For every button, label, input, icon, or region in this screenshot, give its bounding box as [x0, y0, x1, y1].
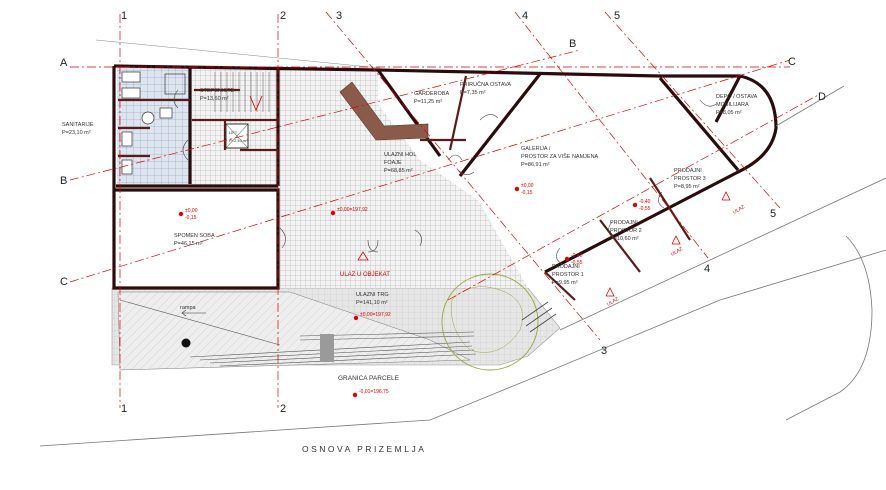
parcel-boundary-lines	[39, 85, 886, 447]
axis-c-left-label: C	[60, 276, 68, 288]
outer-site-line	[95, 39, 381, 69]
gallery-floor	[378, 70, 738, 268]
room-name: GALERIJA /	[521, 146, 551, 152]
level-value: ±0,00=197,92	[360, 312, 391, 318]
level-value: ±0,00	[521, 183, 534, 189]
level-value: -0,40	[639, 199, 651, 205]
room-area: P=46,15 m²	[174, 241, 203, 247]
room-name: SANITARIJE	[62, 122, 94, 128]
ramp-arrowhead	[181, 309, 187, 317]
door-swings	[173, 89, 717, 265]
axis-1-bottom-label: 1	[121, 403, 127, 415]
steps-dark-band	[320, 334, 334, 362]
ramp-label: rampa	[180, 305, 197, 311]
room-name: SPOMEN SOBA	[174, 233, 215, 239]
level-value: -0,15	[521, 190, 533, 196]
level-value: -0,55	[571, 260, 583, 266]
level-value: -0,40	[571, 253, 583, 259]
level-value: ±0,00	[185, 208, 198, 214]
room-name-line2: FOAJE	[384, 160, 402, 166]
room-name: STEPENISTE	[200, 88, 235, 94]
entrance-marker	[721, 191, 731, 201]
room-name-line2: PROSTOR 3	[674, 176, 706, 182]
level-value: -0,01=196,75	[359, 389, 389, 395]
stair-direction-arrow	[249, 95, 263, 112]
room-area: P=86,91 m²	[521, 162, 550, 168]
room-name-line2: PROSTOR ZA VIŠE NAMJENA	[521, 153, 599, 160]
room-area: P=8,95 m²	[674, 184, 700, 190]
axis-4-bottom-label: 4	[704, 263, 710, 275]
axis-1-top-label: 1	[121, 10, 127, 22]
drawing-title: OSNOVA PRIZEMLJA	[302, 444, 426, 454]
entrance-marker	[605, 287, 615, 297]
tree-canopy	[441, 273, 539, 371]
room-name: GARDEROBA	[414, 91, 449, 97]
axis-c-right-label: C	[788, 56, 796, 68]
room-name: DEPO / OSTAVA	[716, 94, 758, 100]
room-name-line2: MOBILIJARA	[716, 102, 749, 108]
room-name: PRIRUČNA OSTAVA	[460, 81, 511, 88]
level-value: ±0,00=197,92	[337, 207, 368, 213]
lift-area-label: P=2,40 m²	[229, 138, 248, 143]
room-name: ULAZNI TRG	[356, 292, 389, 298]
level-value: -0,55	[639, 206, 651, 212]
axis-b-right-label: B	[569, 38, 576, 50]
room-name-line2: PROSTOR 2	[610, 228, 642, 234]
room-name: PRODAJNI	[552, 264, 580, 270]
entrance-label: ULAZ	[670, 246, 684, 258]
partition-walls	[118, 75, 691, 301]
entrance-main-marker	[357, 251, 369, 261]
axis-4-top-label: 4	[522, 10, 528, 22]
axis-2-bottom-label: 2	[280, 403, 286, 415]
axis-3-top-label: 3	[336, 10, 342, 22]
room-name: ULAZNI HOL	[384, 152, 416, 158]
room-area: P=141,10 m²	[356, 300, 388, 306]
room-area: P=10,60 m²	[610, 236, 639, 242]
parcel-boundary-label: GRANICA PARCELE	[338, 375, 400, 382]
room-area: P=13,60 m²	[200, 96, 229, 102]
feature-stair-ramp	[339, 81, 429, 141]
room-area: P=8,05 m²	[716, 110, 742, 116]
room-area: P=68,85 m²	[384, 168, 413, 174]
room-name-line2: PROSTOR 1	[552, 272, 584, 278]
axis-d-label: D	[818, 91, 826, 103]
axis-3-bottom-label: 3	[601, 345, 607, 357]
tree-canopy-inner	[451, 286, 523, 353]
sanitary-fixtures	[121, 71, 186, 175]
room-area: P=7,35 m²	[460, 90, 486, 96]
axis-5-bottom-label: 5	[770, 208, 776, 220]
level-marker-icons	[178, 186, 638, 398]
entrance-marker	[671, 235, 681, 245]
entrance-landing	[521, 301, 557, 333]
lift-label: LIFT	[229, 130, 238, 135]
bollard-icon	[181, 338, 191, 348]
room-area: P=9,95 m²	[552, 280, 578, 286]
entrance-label: ULAZ	[606, 296, 620, 308]
room-area: P=23,10 m²	[62, 130, 91, 136]
room-area: P=11,25 m²	[414, 99, 442, 105]
level-value: -0,15	[185, 215, 197, 221]
axis-a-label: A	[60, 57, 68, 69]
axis-b-left-label: B	[60, 175, 67, 187]
axis-5-top-label: 5	[614, 10, 620, 22]
room-name: PRODAJNI	[674, 168, 702, 174]
entrance-main-label: ULAZ U OBJEKAT	[340, 272, 390, 278]
stair-treads	[214, 72, 270, 112]
room-name: PRODAJNI	[610, 220, 638, 226]
entrance-label: ULAZ	[732, 204, 746, 216]
axis-2-top-label: 2	[280, 10, 286, 22]
memorial-room-floor	[117, 190, 277, 285]
axis-lines	[69, 11, 821, 408]
